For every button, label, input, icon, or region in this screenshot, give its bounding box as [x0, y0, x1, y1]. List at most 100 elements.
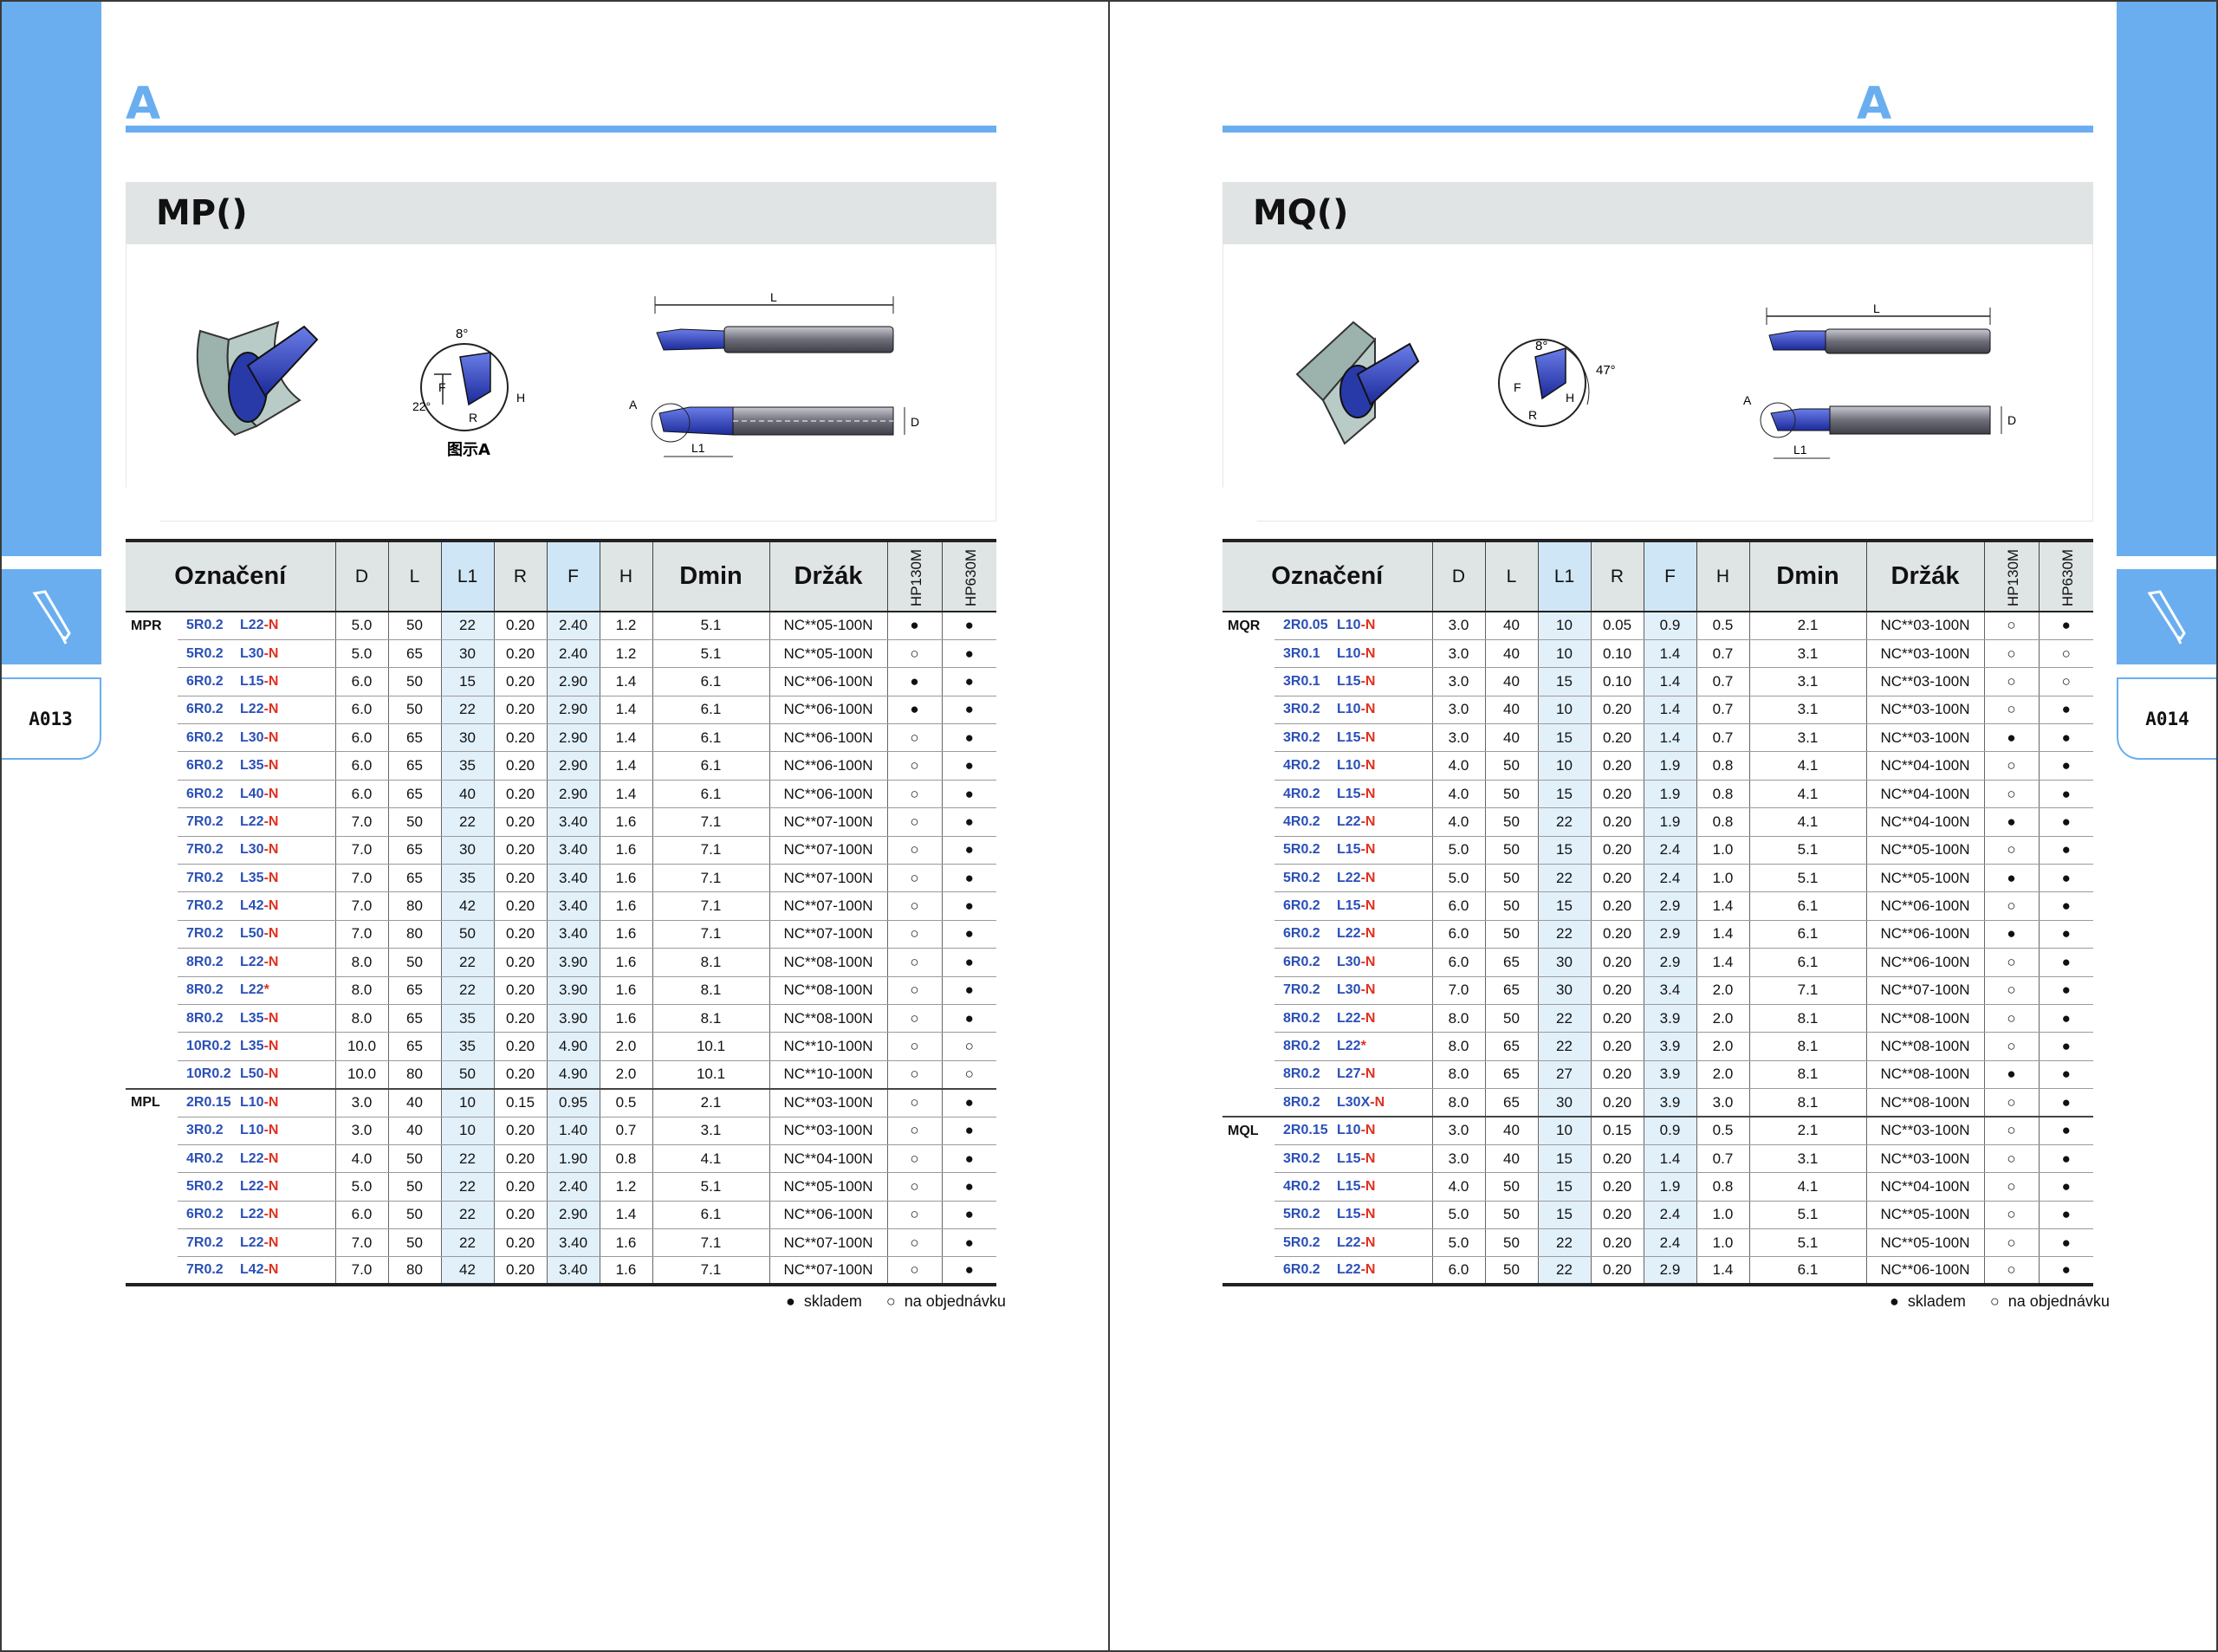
cell-r: 0.05 [1590, 612, 1644, 640]
header-label: L [1506, 566, 1517, 586]
angle-label-top: 8° [456, 327, 468, 341]
row-group [126, 1229, 178, 1257]
cell-r: 0.20 [493, 891, 547, 921]
designation-size: 6R0.2 [186, 1207, 224, 1222]
cell-h: 0.7 [1696, 639, 1749, 669]
cell-d: 3.0 [1431, 723, 1485, 753]
cell-hp630m: ● [941, 1201, 996, 1230]
cell-hp630m: ● [2038, 1228, 2093, 1258]
cell-l: 40 [1484, 723, 1538, 753]
designation-length: L22 [240, 1234, 264, 1250]
cell-dmin: 3.1 [1748, 667, 1866, 696]
designation-size: 8R0.2 [1283, 1094, 1320, 1110]
cell-hp130m: ● [1983, 723, 2039, 753]
angle-label-side: 47° [1596, 363, 1616, 378]
cell-f: 4.90 [546, 1032, 600, 1061]
cell-dmin: 8.1 [652, 948, 769, 977]
designation-size: 3R0.2 [1283, 702, 1320, 717]
cell-holder: NC**06-100N [1865, 1256, 1984, 1287]
cell-d: 4.0 [334, 1144, 388, 1174]
cell-hp630m: ● [2038, 723, 2093, 753]
designation-size: 3R0.1 [1283, 645, 1320, 661]
header-0: Označení [1222, 539, 1432, 612]
designation-suffix: -N [1360, 702, 1376, 717]
designation-length: L10 [1337, 758, 1361, 774]
cell-d: 6.0 [1431, 1256, 1485, 1287]
cell-l1: 22 [1537, 1228, 1591, 1258]
legend-on-order: na objednávku [904, 1292, 1006, 1310]
product-diagram: 8° 47° F H R L A L1 D [1222, 244, 2093, 522]
cell-l: 65 [387, 976, 441, 1005]
cell-f: 2.9 [1643, 1256, 1696, 1287]
cell-r: 0.20 [493, 1144, 547, 1174]
cell-holder: NC**07-100N [769, 920, 887, 949]
cell-holder: NC**03-100N [1865, 667, 1984, 696]
cell-holder: NC**07-100N [1865, 976, 1984, 1005]
cell-hp130m: ○ [1983, 639, 2039, 669]
designation-suffix: -N [1360, 954, 1376, 969]
header-1: D [1431, 539, 1485, 612]
designation-size: 7R0.2 [186, 898, 224, 914]
cell-l: 65 [387, 864, 441, 893]
cell-hp130m: ○ [886, 751, 942, 781]
cell-f: 3.40 [546, 1256, 600, 1287]
designation-length: L30 [1337, 954, 1361, 969]
header-3: L1 [1537, 539, 1591, 612]
cell-hp130m: ○ [1983, 948, 2039, 977]
cell-h: 0.7 [599, 1117, 652, 1145]
cell-d: 5.0 [1431, 836, 1485, 865]
cell-holder: NC**04-100N [1865, 751, 1984, 781]
designation-size: 8R0.2 [186, 982, 224, 998]
cell-h: 1.6 [599, 891, 652, 921]
designation-size: 4R0.2 [186, 1150, 224, 1166]
designation-length: L10 [1337, 1123, 1361, 1138]
row-group [1222, 1033, 1274, 1060]
cell-l1: 10 [1537, 751, 1591, 781]
designation-suffix: -N [1360, 870, 1376, 885]
cell-l: 50 [1484, 891, 1538, 921]
designation-size: 6R0.2 [186, 702, 224, 717]
cell-dmin: 3.1 [1748, 1144, 1866, 1174]
cell-d: 5.0 [334, 612, 388, 640]
workpiece-3d-figure [198, 322, 317, 435]
cell-hp630m: ● [941, 1172, 996, 1202]
cell-dmin: 4.1 [1748, 780, 1866, 809]
cell-holder: NC**08-100N [1865, 1088, 1984, 1118]
cell-dmin: 10.1 [652, 1060, 769, 1090]
designation-size: 8R0.2 [1283, 1039, 1320, 1054]
page-number: A013 [2, 677, 101, 760]
designation-size: 5R0.2 [186, 645, 224, 661]
cell-hp630m: ● [2038, 1144, 2093, 1174]
cell-l1: 22 [440, 696, 494, 725]
cell-l: 50 [387, 1201, 441, 1230]
row-group [1222, 1256, 1274, 1287]
designation-size: 2R0.15 [186, 1095, 231, 1111]
cell-hp130m: ○ [886, 920, 942, 949]
cell-l1: 22 [440, 948, 494, 977]
boring-bar-icon [2147, 590, 2186, 645]
designation-suffix: -N [263, 870, 279, 885]
header-label: R [513, 566, 528, 586]
designation-length: L35 [240, 1039, 264, 1054]
cell-f: 3.90 [546, 1004, 600, 1033]
l1-label: L1 [1793, 443, 1807, 457]
row-group [126, 920, 178, 948]
designation-length: L42 [240, 1262, 264, 1278]
designation-size: 2R0.05 [1283, 618, 1328, 633]
